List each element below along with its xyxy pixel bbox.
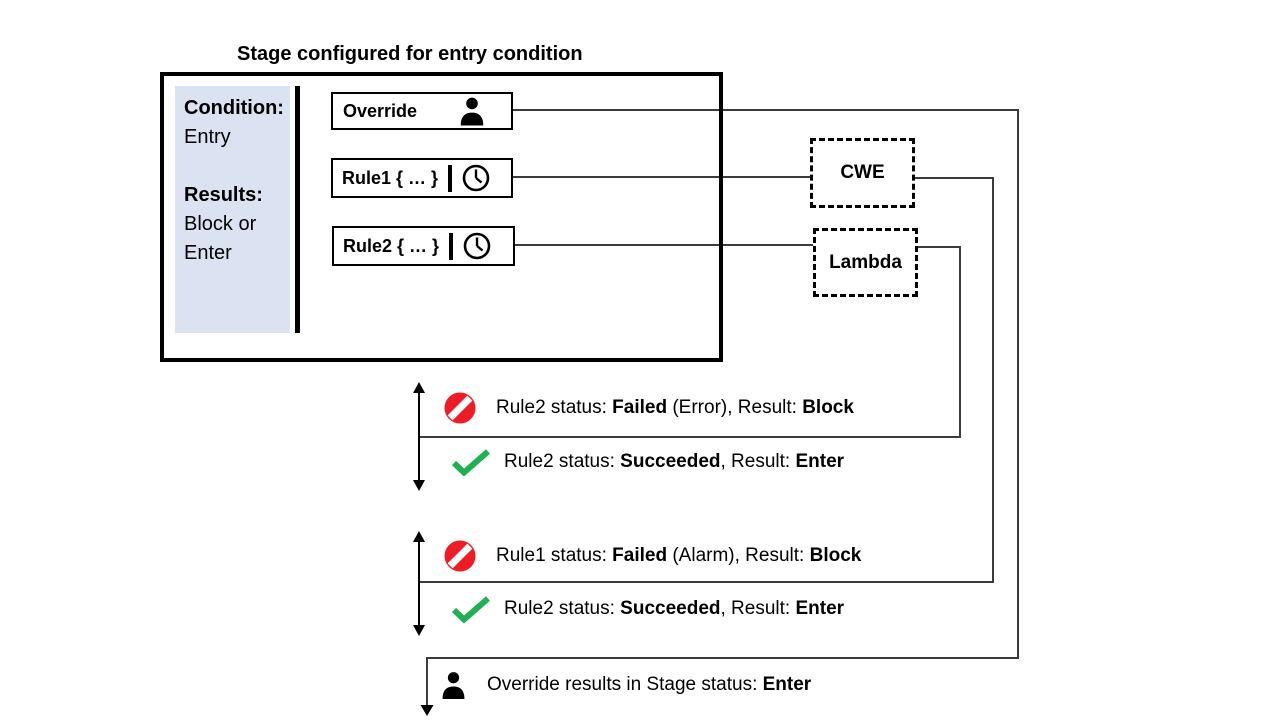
status-text: Rule2 status: Failed (Error), Result: Bl…	[496, 397, 854, 419]
text-segment: , Result:	[720, 451, 796, 472]
status-row-override-result: Override results in Stage status: Enter	[441, 668, 811, 702]
clock-icon	[461, 163, 491, 193]
status-row-rule1-failed-alarm: Rule1 status: Failed (Alarm), Result: Bl…	[444, 539, 861, 573]
text-segment-bold: Failed	[612, 545, 668, 566]
clock-icon	[462, 231, 492, 261]
text-segment-bold: Succeeded	[620, 451, 721, 472]
override-connector-arrowhead	[420, 705, 434, 716]
condition-panel: Condition: Entry Results: Block or Enter	[175, 86, 290, 333]
rule2-label: Rule2 { … }	[343, 235, 440, 256]
cwe-node: CWE	[810, 138, 915, 208]
text-segment: (Alarm), Result:	[667, 545, 810, 566]
person-icon	[459, 97, 485, 126]
text-segment-bold: Enter	[762, 674, 812, 695]
override-node: Override	[331, 92, 513, 130]
person-icon	[441, 671, 466, 700]
text-segment: , Result:	[720, 598, 796, 619]
status-text: Rule2 status: Succeeded, Result: Enter	[504, 451, 844, 473]
rule2-node: Rule2 { … }	[332, 226, 515, 266]
group1-arrow-up	[413, 382, 425, 393]
text-segment: Override results in Stage status:	[487, 674, 763, 695]
condition-label: Condition:	[184, 97, 284, 119]
stage-box	[160, 72, 723, 362]
group2-arrow-down	[413, 625, 425, 636]
results-value-line1: Block or	[184, 213, 257, 235]
text-segment-bold: Block	[802, 397, 854, 418]
status-text: Rule1 status: Failed (Alarm), Result: Bl…	[496, 545, 861, 567]
panel-spacer	[184, 152, 290, 181]
group1-arrow-down	[413, 480, 425, 491]
status-text: Rule2 status: Succeeded, Result: Enter	[504, 598, 844, 620]
text-segment: Rule2 status:	[504, 598, 621, 619]
lambda-node: Lambda	[813, 228, 918, 297]
text-segment: Rule1 status:	[496, 545, 613, 566]
text-segment-bold: Succeeded	[620, 598, 721, 619]
no-entry-icon	[444, 392, 476, 424]
status-row-rule2-succeeded-2: Rule2 status: Succeeded, Result: Enter	[451, 594, 844, 624]
text-segment: (Error), Result:	[667, 397, 803, 418]
status-text: Override results in Stage status: Enter	[487, 674, 811, 696]
panel-divider-bar	[295, 86, 300, 333]
cwe-label: CWE	[840, 162, 885, 183]
rule1-label: Rule1 { … }	[342, 167, 439, 188]
text-segment: Rule2 status:	[504, 451, 621, 472]
rule2-divider-bar	[449, 232, 454, 260]
status-row-rule2-failed-error: Rule2 status: Failed (Error), Result: Bl…	[444, 391, 854, 425]
status-row-rule2-succeeded: Rule2 status: Succeeded, Result: Enter	[451, 447, 844, 477]
text-segment: Rule2 status:	[496, 397, 613, 418]
group2-arrow-up	[413, 531, 425, 542]
text-segment-bold: Enter	[795, 598, 845, 619]
no-entry-icon	[444, 540, 476, 572]
override-label: Override	[343, 100, 418, 121]
page-title: Stage configured for entry condition	[237, 43, 583, 65]
check-icon	[451, 448, 491, 476]
results-value-line2: Enter	[184, 242, 232, 264]
rule1-divider-bar	[448, 164, 453, 192]
text-segment-bold: Enter	[795, 451, 845, 472]
check-icon	[451, 595, 491, 623]
text-segment-bold: Failed	[612, 397, 668, 418]
condition-value: Entry	[184, 126, 231, 148]
rule1-node: Rule1 { … }	[331, 158, 513, 198]
results-label: Results:	[184, 184, 263, 206]
lambda-label: Lambda	[829, 251, 902, 273]
text-segment-bold: Block	[809, 545, 862, 566]
